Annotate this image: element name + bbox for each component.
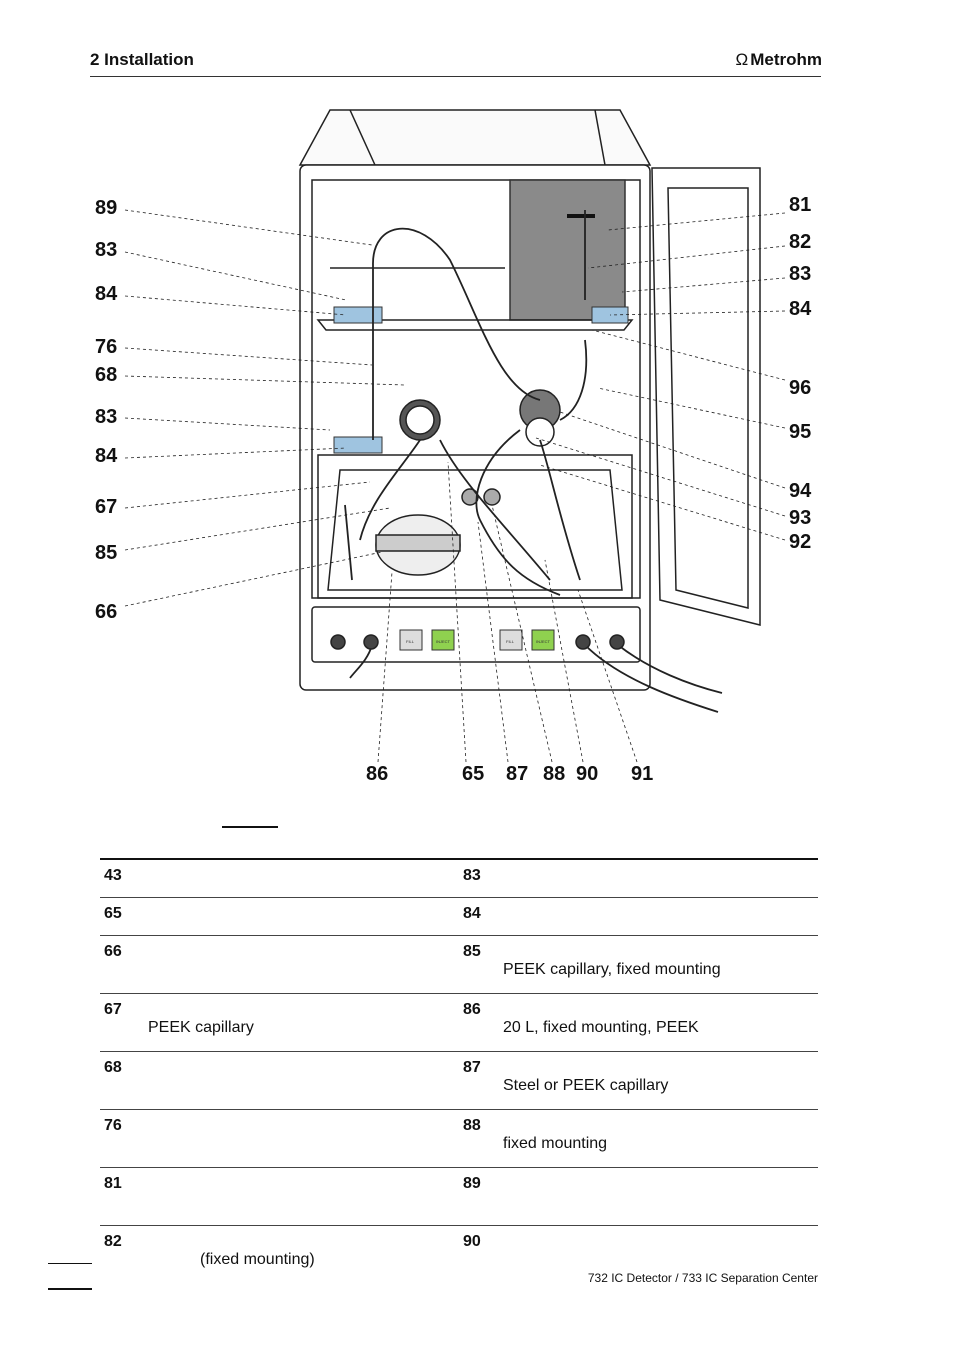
callout-label: 65 — [462, 763, 485, 785]
callout-label: 91 — [631, 763, 654, 785]
button-label: INJECT — [536, 639, 551, 644]
callout-label: 95 — [789, 421, 812, 443]
footer-rule — [48, 1288, 92, 1290]
inject-button-right — [531, 629, 555, 651]
callout-label: 87 — [506, 763, 529, 785]
legend-cell: 66 — [100, 935, 459, 994]
callout-label: 88 — [543, 763, 566, 785]
callout-label: 67 — [95, 496, 118, 518]
legend-description: PEEK capillary, fixed mounting — [503, 961, 721, 978]
callout-label: 83 — [95, 406, 118, 428]
legend-number: 81 — [104, 1175, 122, 1192]
callout-label: 82 — [789, 231, 812, 253]
callout-label: 86 — [366, 763, 389, 785]
legend-number: 88 — [463, 1117, 481, 1134]
legend-cell: 89 — [459, 1167, 818, 1226]
table-row: 76 88 fixed mounting — [100, 1109, 818, 1168]
table-row: 43 83 — [100, 858, 818, 898]
callout-label: 83 — [789, 263, 812, 285]
callout-label: 96 — [789, 377, 812, 399]
button-label: FILL — [406, 639, 415, 644]
legend-cell: 88 fixed mounting — [459, 1109, 818, 1168]
legend-cell: 81 — [100, 1167, 459, 1226]
legend-cell: 76 — [100, 1109, 459, 1168]
legend-number: 65 — [104, 905, 122, 922]
callout-label: 81 — [789, 194, 812, 216]
legend-number: 66 — [104, 943, 122, 960]
callout-label: 84 — [789, 298, 812, 320]
legend-number: 67 — [104, 1001, 122, 1018]
callout-label: 83 — [95, 239, 118, 261]
callout-label: 94 — [789, 480, 812, 502]
legend-number: 86 — [463, 1001, 481, 1018]
legend-cell: 86 20 L, fixed mounting, PEEK — [459, 993, 818, 1052]
legend-cell: 68 — [100, 1051, 459, 1110]
fill-button-left — [399, 629, 423, 651]
inject-button-left — [431, 629, 455, 651]
table-row: 65 84 — [100, 897, 818, 936]
button-label: FILL — [506, 639, 515, 644]
legend-description: PEEK capillary — [148, 1019, 254, 1036]
legend-number: 89 — [463, 1175, 481, 1192]
brand-name: Metrohm — [750, 50, 822, 69]
callout-label: 76 — [95, 336, 118, 358]
instrument-diagram: FILL INJECT FILL INJECT — [124, 109, 786, 763]
legend-cell: 82 (fixed mounting) — [100, 1226, 459, 1284]
callout-label: 85 — [95, 542, 118, 564]
button-label: INJECT — [436, 639, 451, 644]
legend-cell: 65 — [100, 897, 459, 936]
footer-rule — [48, 1263, 92, 1264]
callout-label: 92 — [789, 531, 812, 553]
legend-cell: 43 — [100, 858, 459, 898]
section-title: 2 Installation — [90, 50, 194, 69]
legend-number: 83 — [463, 867, 481, 884]
legend-number: 76 — [104, 1117, 122, 1134]
fill-button-right — [499, 629, 523, 651]
legend-number: 68 — [104, 1059, 122, 1076]
brand-symbol: Ω — [735, 50, 749, 69]
callout-label: 66 — [95, 601, 118, 623]
callout-label: 89 — [95, 197, 118, 219]
legend-description: (fixed mounting) — [200, 1251, 315, 1268]
callout-label: 84 — [95, 445, 118, 467]
callout-label: 84 — [95, 283, 118, 305]
legend-number: 43 — [104, 867, 122, 884]
legend-number: 85 — [463, 943, 481, 960]
table-row: 82 (fixed mounting) 90 — [100, 1226, 818, 1284]
legend-cell: 83 — [459, 858, 818, 898]
figure-caption-underline — [222, 826, 278, 828]
callout-label: 90 — [576, 763, 599, 785]
header-rule — [90, 76, 821, 77]
footer-product: 732 IC Detector / 733 IC Separation Cent… — [587, 1271, 818, 1285]
table-row: 81 89 — [100, 1167, 818, 1226]
legend-description: fixed mounting — [503, 1135, 608, 1152]
legend-description: 20 L, fixed mounting, PEEK — [503, 1019, 699, 1036]
legend-number: 82 — [104, 1233, 122, 1250]
legend-description: Steel or PEEK capillary — [503, 1077, 669, 1094]
legend-number: 87 — [463, 1059, 481, 1076]
legend-cell: 84 — [459, 897, 818, 936]
callout-label: 68 — [95, 364, 118, 386]
legend-number: 90 — [463, 1233, 481, 1250]
callout-label: 93 — [789, 507, 812, 529]
legend-number: 84 — [463, 905, 481, 922]
legend-cell: 90 — [459, 1226, 818, 1284]
